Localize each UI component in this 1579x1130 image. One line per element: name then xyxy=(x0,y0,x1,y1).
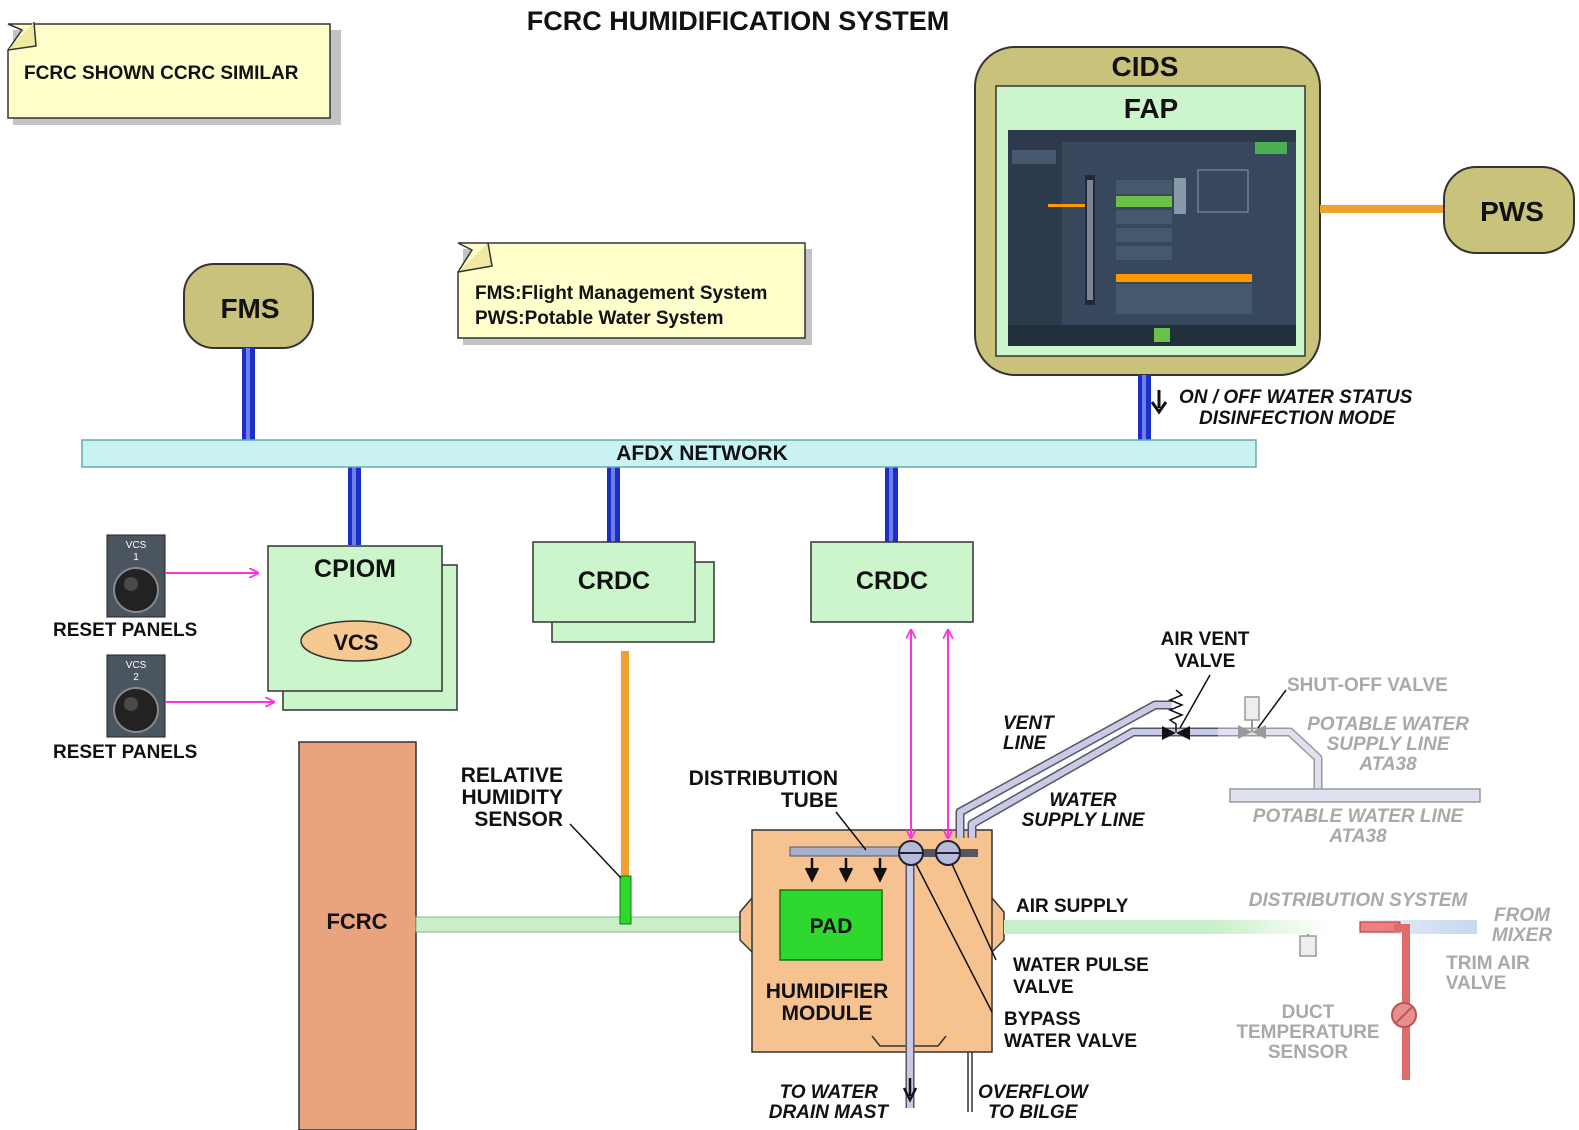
crdc-right-block xyxy=(810,541,974,623)
fap-status-line1: ON / OFF WATER STATUS xyxy=(1179,387,1413,408)
cpiom-block: CPIOM VCS xyxy=(267,545,458,711)
bypass-valve-label-2: WATER VALVE xyxy=(1004,1031,1137,1052)
potable-line-label-1: POTABLE WATER LINE xyxy=(1253,806,1465,827)
reset-panel-1-label: RESET PANELS xyxy=(53,620,197,641)
fms-label: FMS xyxy=(220,293,279,324)
bypass-valve-label-1: BYPASS xyxy=(1004,1009,1081,1030)
afdx-network-label: AFDX NETWORK xyxy=(616,442,788,465)
fap-status-line2: DISINFECTION MODE xyxy=(1199,408,1397,429)
spray-nozzles xyxy=(804,858,888,883)
potable-supply-label-2: SUPPLY LINE xyxy=(1327,734,1451,755)
from-mixer-label-1: FROM xyxy=(1494,905,1551,926)
air-duct-fcrc xyxy=(415,916,741,933)
duct-temp-label-1: DUCT xyxy=(1282,1002,1335,1023)
crdc-left-label: CRDC xyxy=(578,567,650,595)
diagram-title: FCRC HUMIDIFICATION SYSTEM xyxy=(527,6,949,36)
pws-label: PWS xyxy=(1480,196,1544,227)
air-supply-label: AIR SUPPLY xyxy=(1016,896,1129,917)
humidifier-module: PAD HUMIDIFIER MODULE xyxy=(739,829,1005,1053)
water-pulse-valve-icon xyxy=(898,840,924,866)
fap-label: FAP xyxy=(1124,93,1178,124)
fap-screen xyxy=(1008,130,1296,346)
drain-arrow-icon xyxy=(902,1078,918,1103)
fcrc-label: FCRC xyxy=(326,909,387,934)
trim-air-valve-label-1: TRIM AIR xyxy=(1446,953,1530,974)
cpiom-label: CPIOM xyxy=(314,555,396,583)
vent-line-label-1: VENT xyxy=(1003,713,1055,734)
potable-supply-label-3: ATA38 xyxy=(1358,754,1417,775)
reset-panel-1-number: 1 xyxy=(133,552,139,563)
reset-panel-2-badge: VCS xyxy=(126,660,147,671)
reset-panel-2-label: RESET PANELS xyxy=(53,742,197,763)
scope-note: FCRC SHOWN CCRC SIMILAR xyxy=(7,21,341,125)
rh-sensor-label-1: RELATIVE xyxy=(461,764,563,787)
air-vent-valve-label-2: VALVE xyxy=(1175,651,1236,672)
drain-label-1: TO WATER xyxy=(779,1082,878,1103)
drain-label-2: DRAIN MAST xyxy=(769,1102,890,1123)
leader-lines xyxy=(835,674,1287,1013)
dist-tube-label-1: DISTRIBUTION xyxy=(689,767,838,790)
abbreviation-pws: PWS:Potable Water System xyxy=(475,308,723,329)
water-pulse-valve-label-2: VALVE xyxy=(1013,977,1074,998)
water-supply-line-label-2: SUPPLY LINE xyxy=(1022,810,1146,831)
air-supply-duct xyxy=(1004,920,1214,934)
reset-button-1-icon[interactable] xyxy=(113,567,159,613)
potable-supply-label-1: POTABLE WATER xyxy=(1307,714,1469,735)
bypass-valve-icon xyxy=(935,840,961,866)
abbreviation-fms: FMS:Flight Management System xyxy=(475,283,767,304)
rh-sensor-label-2: HUMIDITY xyxy=(462,786,564,809)
crdc-left-block: CRDC xyxy=(532,541,715,643)
duct-temp-sensor-icon xyxy=(1299,934,1317,957)
vent-line-label-2: LINE xyxy=(1003,733,1048,754)
pad-label: PAD xyxy=(810,915,853,938)
reset-panel-2-number: 2 xyxy=(133,672,139,683)
rh-sensor-wire xyxy=(621,651,629,877)
cids-label: CIDS xyxy=(1112,51,1179,82)
pad-element xyxy=(779,889,883,961)
potable-water-line xyxy=(1229,788,1481,803)
afdx-network-bar xyxy=(81,439,1257,468)
reset-panel-1-badge: VCS xyxy=(126,540,147,551)
vcs-label: VCS xyxy=(333,630,378,655)
rh-sensor xyxy=(619,875,632,925)
fcrc-block xyxy=(298,741,417,1130)
duct-temp-label-3: SENSOR xyxy=(1268,1042,1349,1063)
reset-button-2-icon[interactable] xyxy=(113,687,159,733)
abbreviation-note: FMS:Flight Management System PWS:Potable… xyxy=(457,242,812,345)
dist-tube-label-2: TUBE xyxy=(781,789,838,812)
shutoff-valve-icon xyxy=(1238,696,1266,739)
cids-block: CIDS FAP xyxy=(974,46,1321,376)
distribution-duct xyxy=(1214,920,1359,934)
reset-panel-2[interactable]: VCS 2 xyxy=(106,654,166,738)
trim-air-valve-icon xyxy=(1391,1002,1417,1028)
water-pipes xyxy=(900,700,1323,1108)
rh-sensor-label-3: SENSOR xyxy=(474,808,563,831)
pws-block xyxy=(1443,166,1575,254)
from-mixer-label-2: MIXER xyxy=(1492,925,1552,946)
scope-note-text: FCRC SHOWN CCRC SIMILAR xyxy=(24,63,299,84)
distribution-system-label: DISTRIBUTION SYSTEM xyxy=(1249,890,1469,911)
shutoff-valve-label: SHUT-OFF VALVE xyxy=(1287,675,1448,696)
reset-panel-1[interactable]: VCS 1 xyxy=(106,534,166,618)
overflow-label-2: TO BILGE xyxy=(988,1102,1079,1123)
vcs-module xyxy=(300,620,412,662)
humidifier-label-1: HUMIDIFIER xyxy=(766,980,889,1003)
trim-air-valve-label-2: VALVE xyxy=(1446,973,1507,994)
air-vent-valve-icon xyxy=(1162,689,1190,740)
potable-line-label-2: ATA38 xyxy=(1328,826,1387,847)
humidifier-label-2: MODULE xyxy=(782,1002,873,1025)
status-arrow-icon xyxy=(1150,390,1168,415)
overflow-label-1: OVERFLOW xyxy=(978,1082,1090,1103)
crdc-right-label: CRDC xyxy=(856,567,928,595)
water-pulse-valve-label-1: WATER PULSE xyxy=(1013,955,1149,976)
water-supply-line-label-1: WATER xyxy=(1049,790,1116,811)
air-vent-valve-label-1: AIR VENT xyxy=(1161,629,1250,650)
duct-temp-label-2: TEMPERATURE xyxy=(1236,1022,1379,1043)
